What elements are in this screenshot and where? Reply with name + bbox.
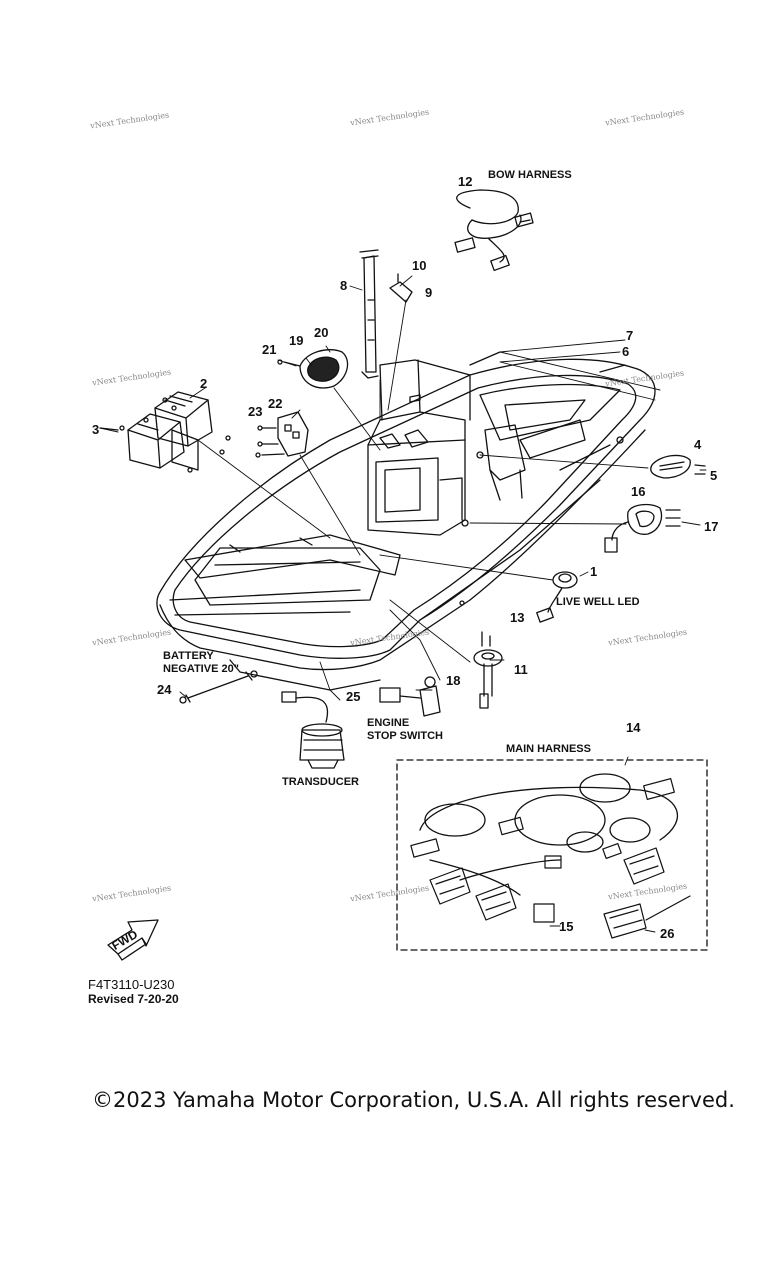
callout-10: 10 xyxy=(412,258,427,273)
center-console xyxy=(367,359,526,536)
callout-9: 9 xyxy=(425,285,433,300)
round-cover xyxy=(277,349,349,389)
callout-14: 14 xyxy=(626,720,641,735)
callout-5: 5 xyxy=(710,468,718,483)
callout-24: 24 xyxy=(157,682,172,697)
callout-8: 8 xyxy=(340,278,348,293)
copyright-notice: ©2023 Yamaha Motor Corporation, U.S.A. A… xyxy=(92,1088,735,1112)
drawing-code: F4T3110-U230 xyxy=(88,977,175,992)
antenna-mount xyxy=(359,249,413,379)
battery-negative-cable xyxy=(179,670,258,704)
callout-15: 15 xyxy=(559,919,574,934)
revision-date: Revised 7-20-20 xyxy=(88,992,179,1006)
engine-stop-switch-label: ENGINE STOP SWITCH xyxy=(367,717,443,743)
leader-lines xyxy=(99,275,707,933)
main-harness-label: MAIN HARNESS xyxy=(506,743,591,755)
battery-negative-label: BATTERY NEGATIVE 20" xyxy=(163,650,239,676)
callout-22: 22 xyxy=(268,396,283,411)
engine-stop-line1: ENGINE xyxy=(367,717,410,729)
callout-26: 26 xyxy=(660,926,675,941)
switch-block xyxy=(255,411,309,458)
callout-21: 21 xyxy=(262,342,277,357)
callout-19: 19 xyxy=(289,333,304,348)
callout-7: 7 xyxy=(626,328,634,343)
battery-boxes xyxy=(99,391,231,473)
callout-25: 25 xyxy=(346,689,361,704)
live-well-led-label: LIVE WELL LED xyxy=(556,596,640,608)
callout-16: 16 xyxy=(631,484,646,499)
drawing-code-block: F4T3110-U230 Revised 7-20-20 xyxy=(88,977,179,1007)
callout-12: 12 xyxy=(458,174,473,189)
callout-1: 1 xyxy=(590,564,598,579)
transducer-label: TRANSDUCER xyxy=(282,776,359,788)
battery-negative-line2: NEGATIVE 20" xyxy=(163,663,239,675)
bow-harness xyxy=(454,189,534,272)
fwd-arrow-icon xyxy=(107,919,159,961)
callout-2: 2 xyxy=(200,376,208,391)
deck-fitting xyxy=(473,631,503,709)
callout-18: 18 xyxy=(446,673,461,688)
callout-17: 17 xyxy=(704,519,719,534)
engine-stop-line2: STOP SWITCH xyxy=(367,730,443,742)
battery-negative-line1: BATTERY xyxy=(163,650,214,662)
callout-3: 3 xyxy=(92,422,100,437)
main-harness xyxy=(396,759,708,951)
engine-stop-switch xyxy=(379,676,441,717)
courtesy-light xyxy=(650,454,706,479)
callout-20: 20 xyxy=(314,325,329,340)
callout-13: 13 xyxy=(510,610,525,625)
callout-11: 11 xyxy=(514,662,528,677)
transducer xyxy=(281,691,345,769)
bow-harness-label: BOW HARNESS xyxy=(488,169,572,181)
boat-hull xyxy=(156,351,656,691)
callout-4: 4 xyxy=(694,437,702,452)
callout-6: 6 xyxy=(622,344,630,359)
callout-23: 23 xyxy=(248,404,263,419)
led-housing xyxy=(604,503,681,553)
